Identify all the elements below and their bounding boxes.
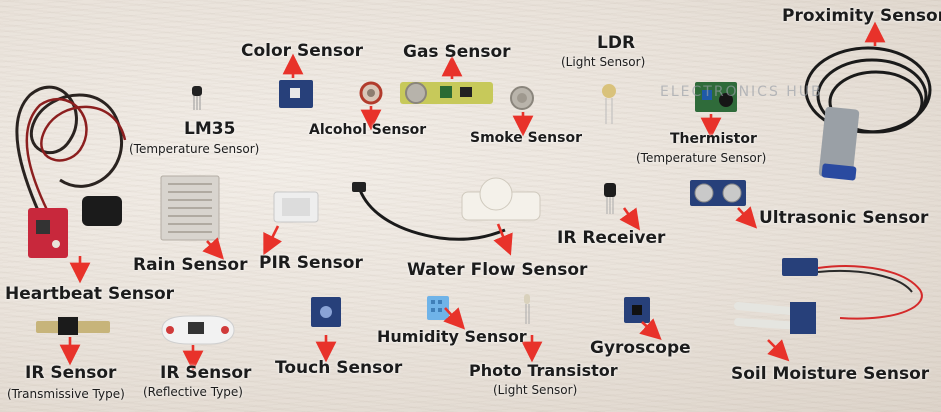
label-alcohol: Alcohol Sensor [309,122,427,138]
arrow-water-flow [493,223,513,256]
arrow-soil [767,339,790,362]
arrow-ultrasonic [735,206,758,229]
rain-sensor [160,175,220,241]
label-thermistor: Thermistor [670,131,757,147]
proximity-sensor [804,46,932,181]
heartbeat-sensor [15,85,127,258]
lm35-sensor [192,86,202,110]
label-lm35: LM35 [184,119,236,139]
label-soil: Soil Moisture Sensor [731,364,930,384]
label-photo-sub: (Light Sensor) [493,383,578,397]
label-ir-refl-sub: (Reflective Type) [143,385,243,399]
color-sensor [279,80,313,108]
ir-receiver [604,183,616,214]
water-flow-sensor [352,177,541,241]
ultrasonic-sensor [690,180,746,206]
label-water-flow: Water Flow Sensor [407,260,588,280]
watermark: ELECTRONICS HUB [660,84,823,100]
label-ir-refl: IR Sensor [160,363,252,383]
alcohol-sensor [359,81,383,105]
label-pir: PIR Sensor [259,253,363,273]
photo-transistor [524,294,530,324]
label-heartbeat: Heartbeat Sensor [5,284,175,304]
arrow-gyro [639,318,662,341]
smoke-sensor [510,86,534,110]
label-ir-receiver: IR Receiver [557,228,666,248]
pir-sensor [273,191,319,223]
label-ir-trans-sub: (Transmissive Type) [7,387,125,401]
gas-sensor [400,82,493,104]
label-touch: Touch Sensor [275,358,403,378]
label-gas: Gas Sensor [403,42,511,62]
label-ir-trans: IR Sensor [25,363,117,383]
label-thermistor-sub: (Temperature Sensor) [636,151,767,165]
label-rain: Rain Sensor [133,255,248,275]
label-smoke: Smoke Sensor [470,130,582,146]
soil-moisture-sensor [734,258,923,334]
ir-reflective-sensor [161,315,235,345]
label-photo: Photo Transistor [469,361,618,380]
ldr-sensor [602,84,616,124]
arrow-ir-receiver [619,207,641,231]
label-lm35-sub: (Temperature Sensor) [129,142,260,156]
arrow-humidity [443,307,466,330]
label-proximity: Proximity Sensor [782,6,941,26]
thermistor-sensor [695,82,737,112]
gyroscope-sensor [624,297,650,323]
label-ldr: LDR [597,33,636,53]
touch-sensor [311,297,341,327]
arrow-rain [202,237,224,260]
arrows [59,21,886,372]
label-ultrasonic: Ultrasonic Sensor [759,208,929,228]
label-gyro: Gyroscope [590,338,691,358]
label-color: Color Sensor [241,41,364,61]
arrow-pir [263,225,282,256]
ir-transmissive-sensor [36,317,110,335]
label-humidity: Humidity Sensor [377,327,527,346]
label-ldr-sub: (Light Sensor) [561,55,646,69]
